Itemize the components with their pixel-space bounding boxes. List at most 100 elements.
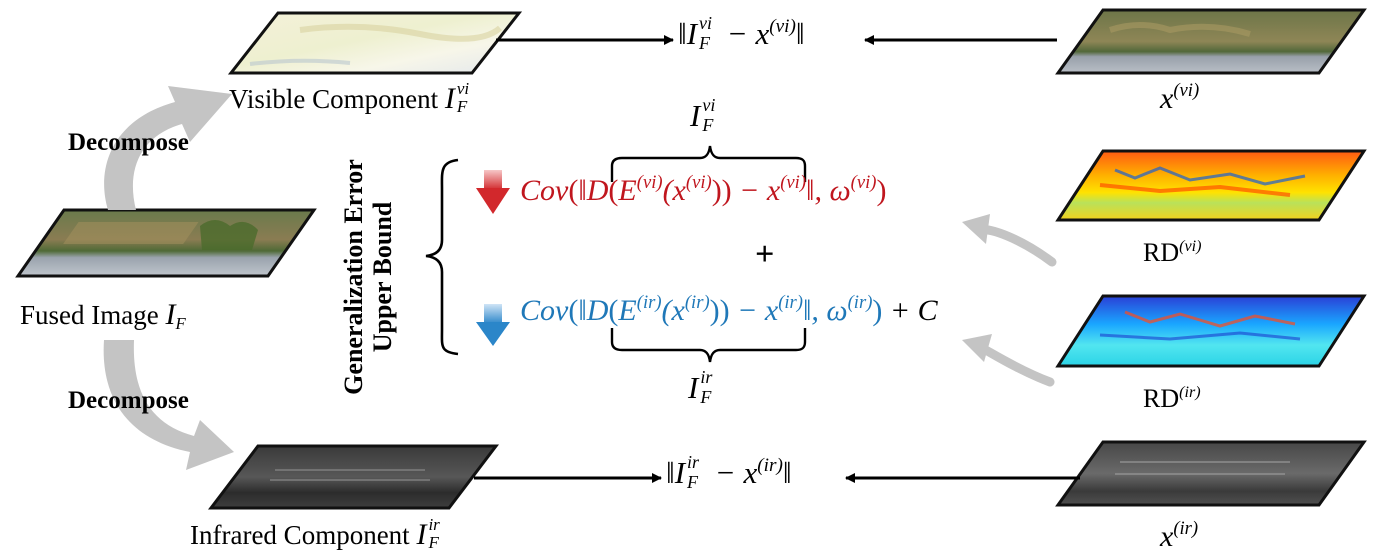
eq-ir-e: E — [618, 294, 637, 327]
plus-sign: + — [755, 236, 775, 273]
rd-ir-symbol: RD — [1143, 384, 1180, 413]
loss-vi: ‖I vi F − x(vi)‖ — [678, 14, 805, 53]
loss-ir-symbol: I — [674, 455, 686, 490]
visible-component-image — [227, 11, 523, 75]
brace-top-sub: F — [702, 115, 714, 135]
rd-ir-arrow — [962, 334, 1055, 387]
eq-vi-e: E — [618, 174, 637, 207]
bound-title-line2: Upper Bound — [367, 201, 397, 353]
eq-ir-tail: + C — [882, 294, 938, 327]
brace-bottom-symbol: I — [688, 370, 699, 405]
loss-vi-close: ‖ — [795, 16, 805, 51]
left-brace — [425, 158, 459, 356]
fused-image-sub: F — [175, 314, 186, 334]
top-brace — [610, 145, 807, 182]
bound-title-line1: Generalization Error — [339, 159, 368, 395]
loss-ir-sup: ir — [687, 452, 700, 472]
down-arrow-blue — [476, 304, 510, 346]
loss-vi-mid: − x — [719, 16, 770, 51]
x-vi-sup: (vi) — [1173, 80, 1200, 102]
eq-vi-minus: − x — [731, 174, 781, 207]
eq-vi-p6: ) — [876, 174, 887, 207]
eq-ir-p2: ( — [608, 294, 619, 327]
brace-bottom-sub: F — [700, 387, 712, 407]
eq-ir-cov: Cov — [520, 294, 569, 327]
eq-vi-p1: (‖ — [568, 174, 587, 207]
eq-ir-p5: ‖, ω — [803, 294, 848, 327]
rd-vi-sup: (vi) — [1179, 238, 1202, 256]
visible-component-sup: vi — [456, 79, 470, 98]
loss-ir-open: ‖ — [666, 455, 675, 490]
rd-vi-label: RD(vi) — [1143, 238, 1202, 266]
x-ir-label: x(ir) — [1160, 520, 1198, 553]
visible-component-label: Visible Component I vi F — [229, 80, 477, 115]
x-ir-sup: (ir) — [1173, 518, 1199, 540]
infrared-component-sub: F — [428, 533, 439, 552]
loss-vi-open: ‖ — [678, 16, 687, 51]
loss-ir-mid: − x — [707, 455, 758, 490]
loss-ir-xsup: (ir) — [757, 455, 783, 477]
fused-image-symbol: I — [165, 298, 176, 331]
eq-ir-p4: )) — [709, 294, 730, 327]
decompose-label-top: Decompose — [68, 129, 189, 156]
eq-ir-minus: − x — [729, 294, 779, 327]
decompose-arrow-down — [103, 340, 234, 470]
rd-ir-label: RD(ir) — [1143, 384, 1201, 413]
decompose-arrow-up — [104, 86, 232, 210]
loss-ir-sub: F — [687, 472, 699, 492]
eq-vi-p3: (x — [662, 174, 686, 207]
rd-ir-image — [1055, 294, 1367, 368]
eq-ir-p1: (‖ — [568, 294, 587, 327]
brace-bottom-sup: ir — [700, 367, 713, 387]
eq-ir-p6: ) — [872, 294, 883, 327]
loss-vi-symbol: I — [686, 16, 698, 51]
loss-ir-close: ‖ — [782, 455, 792, 490]
eq-vi-p4: )) — [711, 174, 732, 207]
loss-vi-sup: vi — [699, 13, 713, 33]
eq-ir-esup: (ir) — [636, 292, 662, 314]
rd-vi-image — [1055, 149, 1367, 222]
x-ir-symbol: x — [1160, 520, 1174, 553]
brace-top-symbol: I — [690, 98, 701, 133]
eq-vi-p2: ( — [608, 174, 619, 207]
loss-vi-sub: F — [699, 33, 711, 53]
eq-ir-xsup1: (ir) — [684, 292, 710, 314]
eq-ir-d: D — [586, 294, 609, 327]
equation-ir: Cov(‖D(E(ir)(x(ir))) − x(ir)‖, ω(ir)) + … — [520, 294, 938, 327]
rd-ir-sup: (ir) — [1179, 384, 1201, 402]
rd-vi-arrow — [962, 214, 1057, 267]
eq-vi-cov: Cov — [520, 174, 569, 207]
eq-vi-d: D — [586, 174, 609, 207]
x-ir-image — [1055, 440, 1367, 507]
infrared-component-sup: ir — [428, 515, 440, 534]
bound-title: Generalization Error Upper Bound — [339, 122, 397, 432]
x-vi-image — [1055, 8, 1367, 75]
eq-vi-p5: ‖, ω — [806, 174, 851, 207]
infrared-component-image — [207, 444, 500, 510]
brace-top-sup: vi — [702, 95, 716, 115]
brace-bottom-label: I ir F — [688, 368, 720, 407]
eq-vi-xsup2: (vi) — [780, 172, 807, 194]
fused-image — [15, 208, 317, 278]
bottom-brace — [610, 328, 807, 363]
eq-ir-xsup2: (ir) — [778, 292, 803, 314]
x-vi-label: x(vi) — [1160, 82, 1199, 115]
visible-component-text: Visible Component — [229, 84, 445, 114]
fused-image-label: Fused Image IF — [20, 298, 186, 334]
decompose-label-bottom: Decompose — [68, 387, 189, 414]
infrared-component-label: Infrared Component I ir F — [190, 516, 448, 552]
visible-component-symbol: I — [444, 82, 455, 115]
down-arrow-red — [476, 170, 510, 214]
infrared-component-text: Infrared Component — [190, 520, 417, 550]
brace-top-label: I vi F — [690, 96, 722, 135]
infrared-component-symbol: I — [416, 518, 427, 551]
loss-ir: ‖I ir F − x(ir)‖ — [666, 453, 792, 492]
eq-vi-wsup: (vi) — [850, 172, 877, 194]
loss-vi-xsup: (vi) — [769, 16, 796, 38]
eq-vi-esup: (vi) — [636, 172, 663, 194]
eq-ir-p3: (x — [661, 294, 685, 327]
fused-image-text: Fused Image — [20, 300, 166, 330]
x-vi-symbol: x — [1160, 82, 1174, 115]
